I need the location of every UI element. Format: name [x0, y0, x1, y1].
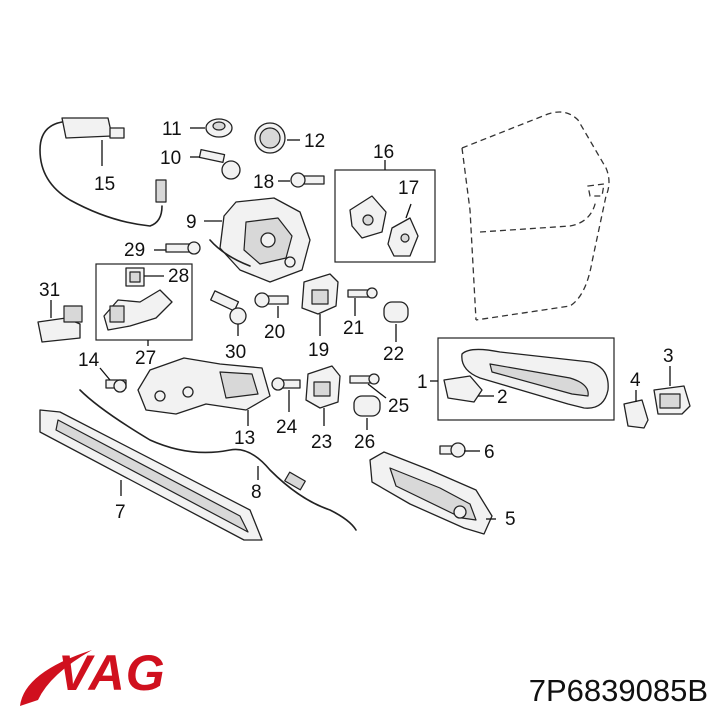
part-29-screw — [154, 241, 201, 255]
callout-15: 15 — [94, 174, 115, 195]
callout-5: 5 — [505, 509, 516, 530]
part-22-cap — [383, 301, 409, 342]
callout-2: 2 — [497, 387, 508, 408]
part-13-linkage — [137, 357, 271, 426]
callout-19: 19 — [308, 340, 329, 361]
callout-12: 12 — [304, 131, 325, 152]
callout-18: 18 — [253, 172, 274, 193]
callout-4: 4 — [630, 370, 641, 391]
callout-27: 27 — [135, 348, 156, 369]
callout-26: 26 — [354, 432, 375, 453]
part-3-cap — [653, 366, 691, 415]
part-5-carrier — [369, 451, 496, 535]
part-11-grommet — [190, 118, 233, 138]
part-25-screw — [349, 373, 387, 399]
part-18-screw — [278, 172, 325, 188]
part-23-check — [305, 365, 341, 426]
part-1-handle-box — [430, 337, 615, 421]
callout-29: 29 — [124, 240, 145, 261]
callout-7: 7 — [115, 502, 126, 523]
callout-23: 23 — [311, 432, 332, 453]
part-number: 7P6839085B — [529, 673, 708, 708]
part-16-box — [334, 160, 436, 263]
callout-1: 1 — [417, 372, 428, 393]
part-15-cable — [39, 117, 167, 227]
callout-31: 31 — [39, 280, 60, 301]
callout-3: 3 — [663, 346, 674, 367]
part-19-check — [301, 273, 339, 336]
part-24-screw — [271, 377, 301, 412]
callout-9: 9 — [186, 212, 197, 233]
part-12-cap — [254, 122, 300, 154]
brand-text: VAG — [58, 645, 166, 701]
door-outline — [461, 111, 610, 321]
brand-logo: VAG — [20, 645, 166, 706]
callout-8: 8 — [251, 482, 262, 503]
part-4-bezel — [623, 390, 649, 429]
part-20-screw — [254, 292, 289, 318]
callout-21: 21 — [343, 318, 364, 339]
callout-20: 20 — [264, 322, 285, 343]
callout-17: 17 — [398, 178, 419, 199]
part-27-box — [95, 263, 193, 346]
callout-labels: 1 2 3 4 5 6 7 8 9 10 11 12 13 14 15 16 1… — [39, 119, 674, 530]
part-14-bolt — [99, 367, 127, 393]
callout-14: 14 — [78, 350, 100, 371]
callout-13: 13 — [234, 428, 255, 449]
callout-25: 25 — [388, 396, 409, 417]
callout-11: 11 — [162, 119, 182, 140]
callout-6: 6 — [484, 442, 495, 463]
part-21-screw — [347, 287, 378, 316]
callout-24: 24 — [276, 417, 298, 438]
part-9-lock-actuator — [204, 197, 311, 283]
part-6-screw — [439, 442, 480, 458]
part-31-striker — [37, 300, 83, 343]
callout-28: 28 — [168, 266, 189, 287]
callout-10: 10 — [160, 148, 181, 169]
callout-16: 16 — [373, 142, 394, 163]
part-8-cable — [79, 389, 357, 531]
part-7-panel — [39, 409, 263, 541]
brand-swoosh — [20, 650, 92, 706]
callout-30: 30 — [225, 342, 246, 363]
callout-22: 22 — [383, 344, 404, 365]
part-26-cap — [353, 395, 381, 430]
part-10-bolt — [190, 148, 241, 180]
part-30-bolt — [210, 290, 247, 336]
